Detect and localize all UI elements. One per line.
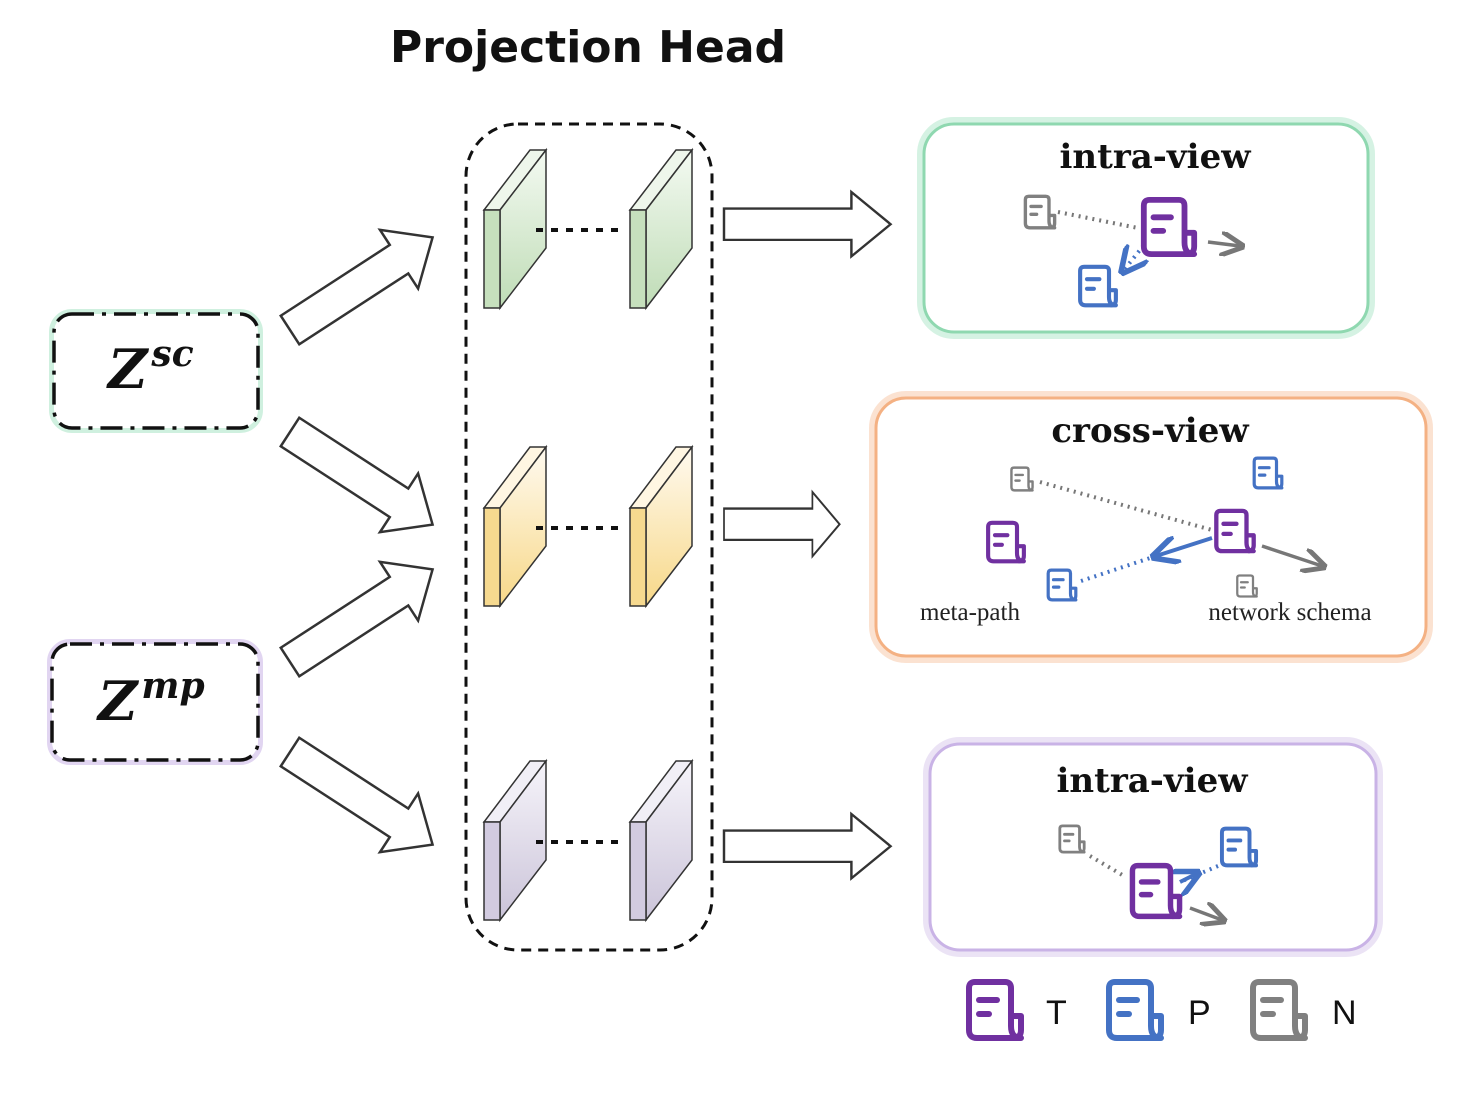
arrow-zmp-to-purple xyxy=(269,721,453,876)
zmp-base: Z xyxy=(96,669,140,733)
negative-node-icon xyxy=(1010,466,1034,492)
intra-view-top-title: intra-view xyxy=(1060,137,1252,177)
zsc-sup: sc xyxy=(150,333,193,375)
legend-positive-icon xyxy=(1109,982,1161,1038)
yellow-layer-stack xyxy=(482,444,694,609)
negative-node-icon xyxy=(1058,824,1086,854)
meta-path-node-icon xyxy=(988,523,1024,562)
svg-text:Z mp: Z mp xyxy=(96,665,205,733)
layer-block xyxy=(482,444,548,609)
negative-node-icon xyxy=(1023,194,1057,230)
zsc-base: Z xyxy=(106,337,150,401)
layer-block xyxy=(628,758,694,923)
legend-label-p: P xyxy=(1188,994,1211,1032)
positive-node-icon xyxy=(1252,456,1284,490)
layer-block xyxy=(482,147,548,311)
negative-node-icon xyxy=(1236,574,1258,598)
positive-edge xyxy=(1180,874,1196,882)
target-node-icon xyxy=(1132,866,1179,917)
layer-block xyxy=(628,147,694,311)
projection-arrow xyxy=(1261,544,1322,566)
positive-node-icon xyxy=(1080,267,1116,306)
negative-edge xyxy=(1039,480,1213,532)
meta-path-label: meta-path xyxy=(920,599,1020,626)
input-zmp-box: Z mp xyxy=(47,639,263,765)
legend-target-icon xyxy=(969,982,1021,1038)
page-title: Projection Head xyxy=(390,22,786,73)
positive-edge xyxy=(1156,538,1213,556)
projection-head-container xyxy=(464,122,714,952)
intra-view-top-box: intra-view xyxy=(917,117,1375,339)
projection-arrow xyxy=(1207,242,1240,246)
legend-label-t: T xyxy=(1046,994,1067,1032)
legend-label-n: N xyxy=(1332,994,1357,1032)
layer-block xyxy=(628,444,694,609)
arrow-to-intra-view-bottom xyxy=(722,812,892,880)
input-zsc-box: Z sc xyxy=(49,309,263,433)
arrow-zsc-to-yellow xyxy=(269,401,453,556)
positive-node-icon xyxy=(1222,829,1256,866)
cross-view-title: cross-view xyxy=(1051,411,1249,451)
legend: T P N xyxy=(969,982,1357,1038)
arrow-to-intra-view-top xyxy=(722,190,892,258)
projection-arrow xyxy=(1189,908,1222,920)
layer-block xyxy=(482,758,548,923)
zmp-sup: mp xyxy=(141,665,204,707)
intra-view-bottom-title: intra-view xyxy=(1057,761,1249,801)
arrow-zmp-to-yellow xyxy=(269,538,453,693)
arrow-to-cross-view xyxy=(722,490,841,558)
purple-layer-stack xyxy=(482,758,694,923)
arrow-zsc-to-green xyxy=(269,206,453,361)
green-layer-stack xyxy=(482,147,694,311)
target-node-icon xyxy=(1144,200,1194,254)
cross-view-box: cross-view meta-path network schema xyxy=(869,391,1433,663)
target-node-icon xyxy=(1216,511,1253,551)
intra-view-bottom-box: intra-view xyxy=(923,737,1383,957)
legend-negative-icon xyxy=(1253,982,1305,1038)
network-schema-label: network schema xyxy=(1208,599,1371,626)
positive-node-icon xyxy=(1046,568,1078,602)
svg-text:Z sc: Z sc xyxy=(106,333,194,401)
